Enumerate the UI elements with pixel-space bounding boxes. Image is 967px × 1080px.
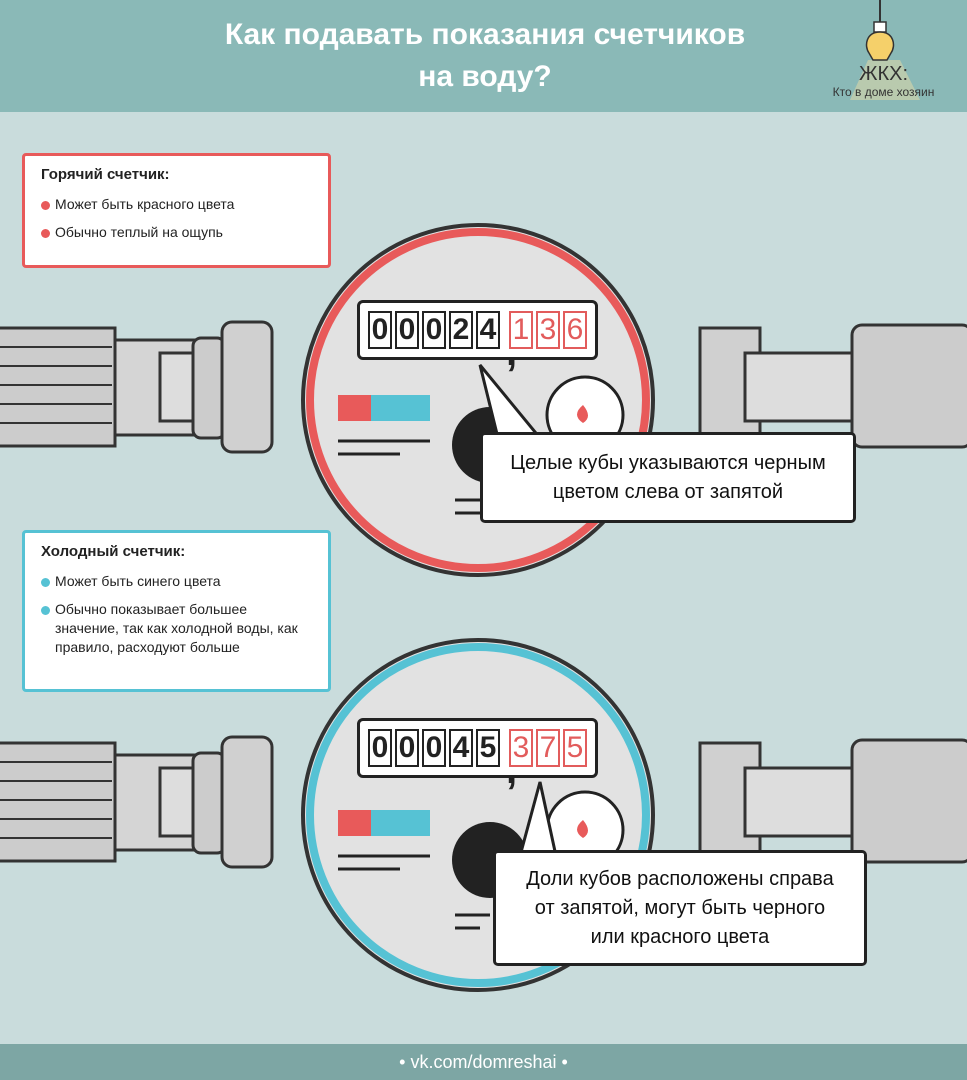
hot-meter-title: Горячий счетчик: (41, 166, 170, 183)
counter-digit: 0 (422, 311, 446, 349)
footer-link[interactable]: • vk.com/domreshai • (0, 1044, 967, 1080)
decimal-comma: , (506, 330, 518, 374)
counter-digit-fraction: 7 (536, 729, 560, 767)
list-item: Обычно теплый на ощупь (41, 223, 312, 242)
counter-digit-fraction: 6 (563, 311, 587, 349)
list-item: Может быть синего цвета (41, 572, 312, 591)
counter-digit: 0 (395, 311, 419, 349)
counter-digit: 5 (476, 729, 500, 767)
brand-logo: ЖКХ:Кто в доме хозяин (832, 63, 935, 99)
cold-meter-title: Холодный счетчик: (41, 543, 186, 560)
counter-digit: 0 (395, 729, 419, 767)
counter-digit: 0 (368, 729, 392, 767)
hot-meter-card: Горячий счетчик: Может быть красного цве… (22, 153, 331, 268)
counter-digit-fraction: 5 (563, 729, 587, 767)
counter-digit: 4 (449, 729, 473, 767)
counter-digit: 0 (422, 729, 446, 767)
counter-digit-fraction: 1 (509, 311, 533, 349)
counter-digit: 0 (368, 311, 392, 349)
counter-digit: 2 (449, 311, 473, 349)
lightbulb-icon (850, 0, 920, 100)
counter-digit: 4 (476, 311, 500, 349)
counter-digit-fraction: 3 (509, 729, 533, 767)
list-item: Обычно показывает большее значение, так … (41, 600, 312, 657)
counter-digit-fraction: 3 (536, 311, 560, 349)
cold-meter-card: Холодный счетчик: Может быть синего цвет… (22, 530, 331, 692)
list-item: Может быть красного цвета (41, 195, 312, 214)
decimal-comma: , (506, 748, 518, 792)
